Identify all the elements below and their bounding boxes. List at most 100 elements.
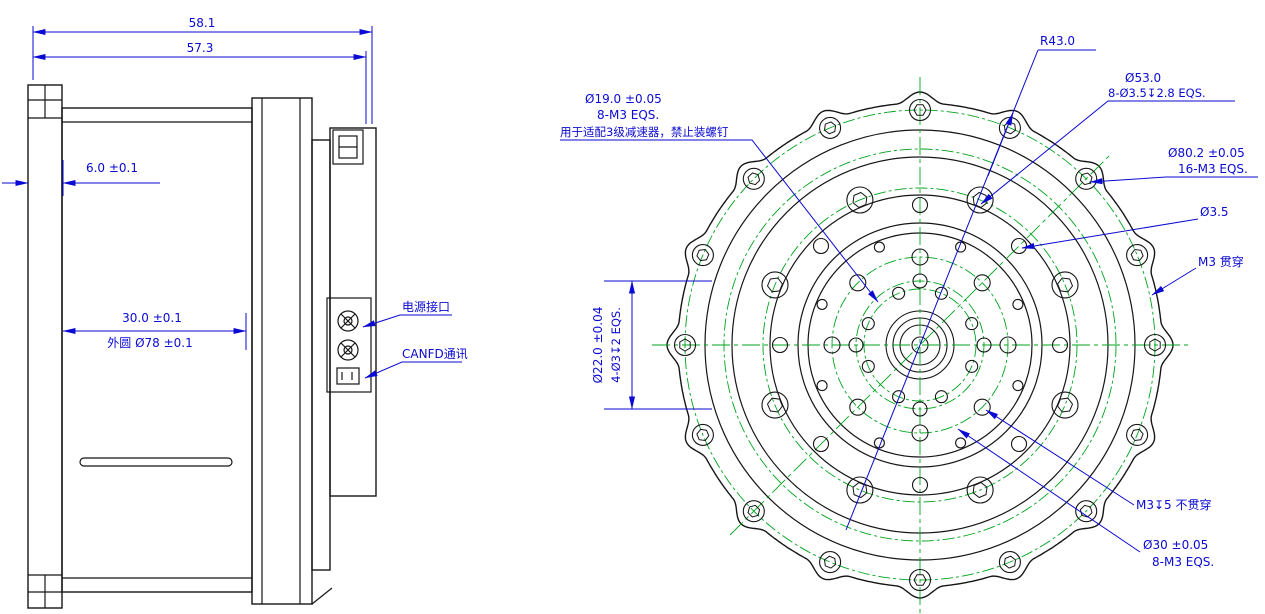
power-connector-1 [337,310,359,332]
side-view-slot [79,457,233,467]
side-view-mid-flange [251,97,313,605]
leader-power-port [362,314,452,328]
outer-mounting-hole [998,551,1021,574]
screw-hole [1051,391,1079,419]
small-hole [1012,298,1024,310]
front-view-circle [769,194,1071,496]
screw-hole [846,186,874,214]
small-hole [1012,380,1024,392]
label-power-port: 电源接口 [402,299,450,314]
inner-m3-hole [965,359,979,373]
counterbore-hole [812,237,830,255]
outer-mounting-hole [908,98,932,122]
outer-mounting-hole-hex-socket [747,504,761,518]
side-view-outline [27,84,377,609]
label-canfd-port: CANFD通讯 [402,347,468,361]
dim-bc53: Ø53.0 [1125,71,1161,85]
screw-hole-hex-socket [766,277,783,293]
outer-mounting-hole [1075,500,1098,523]
outer-mounting-hole [691,244,714,267]
outer-mounting-hole [1143,333,1167,357]
screw-hole [966,476,994,504]
screw-hole-hex-socket [852,191,868,208]
dim-bc30: Ø30 ±0.05 [1143,538,1208,552]
screw-hole [761,271,789,299]
counterbore-hole [911,196,929,214]
leader-hole-d [1021,218,1199,249]
outer-mounting-hole-hex-socket [913,104,927,116]
side-view-motor-body [61,107,253,593]
leader-bc30 [957,428,1141,553]
outer-mounting-hole-hex-socket [823,555,837,569]
counterbore-hole [1051,336,1069,354]
counterbore-hole [1010,237,1028,255]
small-hole [873,241,885,253]
power-connector-2 [337,339,359,361]
power-connector-1-pin [343,316,353,326]
inner-m3-hole [965,317,979,331]
inner-m3-hole [861,317,875,331]
small-hole [816,380,828,392]
outer-mounting-hole [691,423,714,446]
outer-mounting-hole-hex-socket [747,172,761,186]
side-view-rear-block [329,127,377,497]
outer-mounting-hole [819,116,842,139]
screw-hole-hex-socket [852,482,868,499]
connector-cross [340,342,356,358]
dim-body-width: 57.3 [187,41,214,55]
outer-mounting-hole-hex-socket [679,338,691,352]
outer-mounting-hole-hex-socket [913,574,927,586]
m3-hole [973,398,991,416]
side-view-flange-plate [27,84,63,609]
screw-hole-hex-socket [766,397,783,413]
outer-mounting-hole [908,568,932,592]
outer-mounting-hole [673,333,697,357]
dim-bc19-note: 8-M3 EQS. [597,108,659,122]
screw-hole [761,391,789,419]
small-hole [955,241,967,253]
m3-hole [849,274,867,292]
screw-hole [846,476,874,504]
dim-bc80-note: 16-M3 EQS. [1178,162,1248,176]
pin-hole [912,401,928,417]
pin-hole [976,337,992,353]
pin-hole [912,273,928,289]
radius-arrow-r43 [987,112,1014,177]
counterbore-hole [771,336,789,354]
dim-inner-width: 30.0 ±0.1 [122,311,182,325]
outer-mounting-hole [742,500,765,523]
outer-mounting-hole [819,551,842,574]
screw-hole [1051,271,1079,299]
connector-panel [326,297,372,393]
counterbore-hole [1010,435,1028,453]
dim-bc22-note: 4-Ø3↧2 EQS. [609,307,623,383]
dim-flange-thickness: 6.0 ±0.1 [86,161,138,175]
counterbore-hole [812,435,830,453]
m3-hole [849,398,867,416]
side-view-top-connector [332,129,364,165]
screw-hole [966,186,994,214]
side-view-dimensions: 58.1 57.3 6.0 ±0.1 30.0 ±0.1 外圆 Ø78 ±0.1… [2,16,468,379]
counterbore-hole [911,476,929,494]
leader-canfd-port [364,361,462,379]
outer-mounting-hole [742,167,765,190]
m3-hole [999,336,1017,354]
small-hole [816,298,828,310]
outer-mounting-hole-hex-socket [1130,248,1144,262]
outer-mounting-hole [1126,244,1149,267]
m3-hole [911,424,929,442]
dim-outer-radius: R43.0 [1040,34,1075,48]
small-hole [873,437,885,449]
dim-bc19: Ø19.0 ±0.05 [585,92,662,106]
outer-mounting-hole [1126,423,1149,446]
dim-bc22: Ø22.0 ±0.04 [591,307,605,384]
outer-mounting-hole-hex-socket [696,428,710,442]
dim-overall-width: 58.1 [189,16,216,30]
front-view-geometry [652,77,1188,613]
dim-bc80: Ø80.2 ±0.05 [1168,146,1245,160]
dim-bc19-warning: 用于适配3级减速器，禁止装螺钉 [560,125,729,139]
outer-mounting-hole-hex-socket [1079,504,1093,518]
outer-mounting-hole-hex-socket [1130,428,1144,442]
